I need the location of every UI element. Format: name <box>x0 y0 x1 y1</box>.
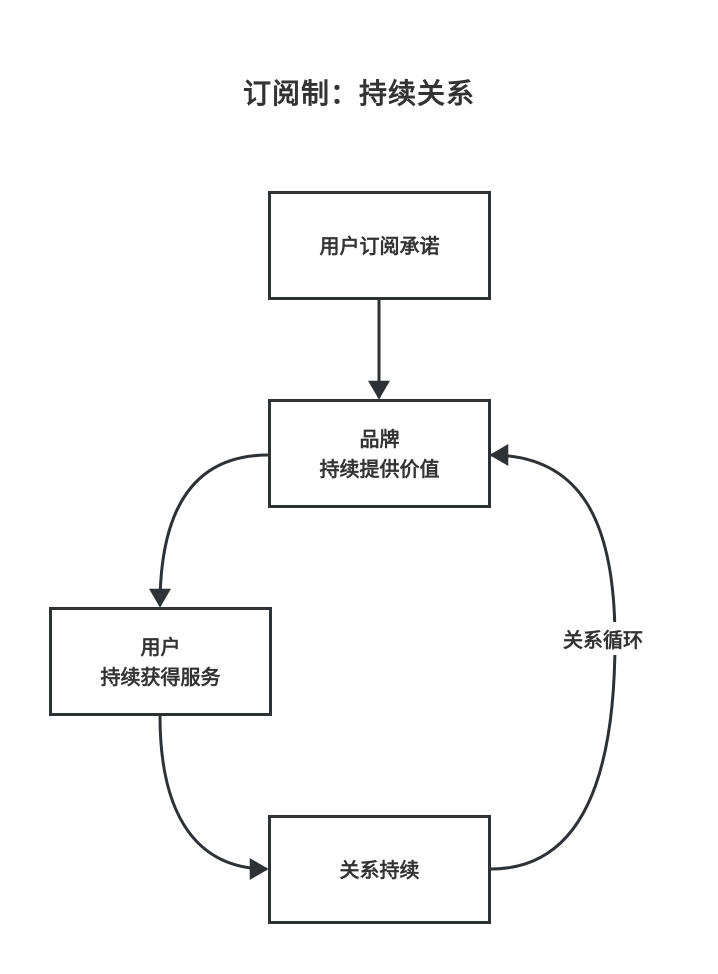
node-label: 关系持续 <box>339 857 420 882</box>
node-user-subscription-commitment: 用户订阅承诺 <box>268 191 491 300</box>
node-brand-continuous-value: 品牌 持续提供价值 <box>268 399 491 508</box>
node-label-line1: 用户 <box>140 634 181 659</box>
edge-brand-to-user <box>149 453 269 608</box>
edge-user-to-relation <box>158 715 269 880</box>
node-label: 用户订阅承诺 <box>319 233 440 258</box>
node-user-continuous-service: 用户 持续获得服务 <box>49 607 272 716</box>
node-relationship-continues: 关系持续 <box>268 815 491 924</box>
node-label-line2: 持续获得服务 <box>100 664 221 689</box>
node-label-line2: 持续提供价值 <box>319 456 440 481</box>
edge-label-relationship-cycle: 关系循环 <box>561 622 645 655</box>
diagram-title: 订阅制：持续关系 <box>242 77 475 110</box>
node-label-line1: 品牌 <box>359 426 400 451</box>
edge-relation-to-brand <box>489 444 617 871</box>
